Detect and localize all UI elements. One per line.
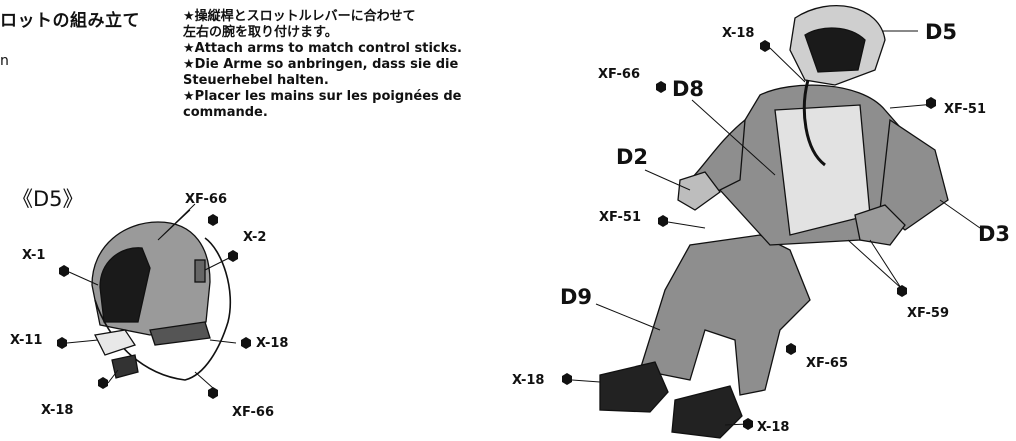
label-helmet-middle-left: X-11 — [10, 333, 43, 348]
pilot-left-glove — [677, 171, 721, 211]
label-figure-visor: X-18 — [722, 26, 755, 41]
instruction-ja-line2: 左右の腕を取り付けます。 — [183, 25, 338, 40]
figure-leader-lines — [571, 30, 981, 426]
paint-marker — [760, 40, 770, 52]
pilot-oxygen-hose — [802, 79, 826, 167]
paint-marker — [98, 377, 108, 389]
paint-marker — [658, 215, 668, 227]
helmet-strap — [149, 321, 211, 346]
label-figure-straps: XF-59 — [907, 306, 949, 321]
part-label-right-arm: D3 — [978, 222, 1011, 246]
label-helmet-top: XF-66 — [185, 192, 227, 207]
helmet-leader-lines — [66, 255, 237, 389]
paint-marker — [208, 387, 218, 399]
pilot-right-boot — [671, 385, 743, 439]
label-helmet-upper-right: X-2 — [243, 230, 267, 245]
part-label-vest: D8 — [672, 77, 705, 101]
part-label-legs: D9 — [560, 285, 593, 309]
helmet-paint-markers — [57, 214, 251, 399]
label-helmet-bottom-right: XF-66 — [232, 405, 274, 420]
instruction-ja-line1: ★操縦桿とスロットルレバーに合わせて — [183, 9, 416, 24]
helmet-oxygen-fitting — [111, 354, 139, 379]
paint-marker — [656, 81, 666, 93]
pilot-visor — [804, 27, 866, 73]
part-label-left-arm: D2 — [616, 145, 649, 169]
paint-marker — [926, 97, 936, 109]
instruction-block: ★操縦桿とスロットルレバーに合わせて 左右の腕を取り付けます。 ★Attach … — [183, 9, 523, 121]
pilot-right-arm — [879, 118, 949, 231]
instruction-en: ★Attach arms to match control sticks. — [183, 41, 462, 56]
part-label-helmet: D5 — [925, 20, 958, 44]
instruction-de-line2: Steuerhebel halten. — [183, 73, 329, 88]
helmet-detail-heading: 《D5》 — [12, 187, 84, 211]
instruction-fr-line1: ★Placer les mains sur les poignées de — [183, 89, 462, 104]
figure-paint-markers — [562, 40, 936, 430]
label-figure-seat-buckle: XF-65 — [806, 356, 848, 371]
helmet-chin-fitting — [94, 329, 137, 356]
pilot-right-glove — [854, 204, 906, 246]
paint-marker — [57, 337, 67, 349]
helmet-visor — [99, 247, 151, 323]
label-helmet-right: X-18 — [256, 336, 289, 351]
pilot-left-boot — [599, 361, 669, 413]
section-title: ロットの組み立て — [0, 11, 140, 31]
label-figure-suit-left: XF-51 — [599, 210, 641, 225]
paint-marker — [562, 373, 572, 385]
instruction-de-line1: ★Die Arme so anbringen, dass sie die — [183, 57, 459, 72]
pilot-legs — [639, 234, 811, 396]
paint-marker — [59, 265, 69, 277]
label-figure-boot-left: X-18 — [512, 373, 545, 388]
label-figure-suit-right: XF-51 — [944, 102, 986, 117]
helmet-mount — [194, 259, 206, 283]
helmet-leader-top — [157, 203, 196, 241]
paint-marker — [786, 343, 796, 355]
pilot-figure — [599, 5, 949, 439]
label-figure-boot-right: X-18 — [757, 420, 790, 435]
label-helmet-bottom-left: X-18 — [41, 403, 74, 418]
paint-marker — [897, 285, 907, 297]
instruction-fr-line2: commande. — [183, 105, 268, 120]
paint-marker — [208, 214, 218, 226]
label-helmet-left: X-1 — [22, 248, 46, 263]
paint-marker — [241, 337, 251, 349]
helmet-drawing — [91, 203, 232, 381]
section-subtitle: n — [0, 53, 9, 69]
label-figure-vest: XF-66 — [598, 67, 640, 82]
